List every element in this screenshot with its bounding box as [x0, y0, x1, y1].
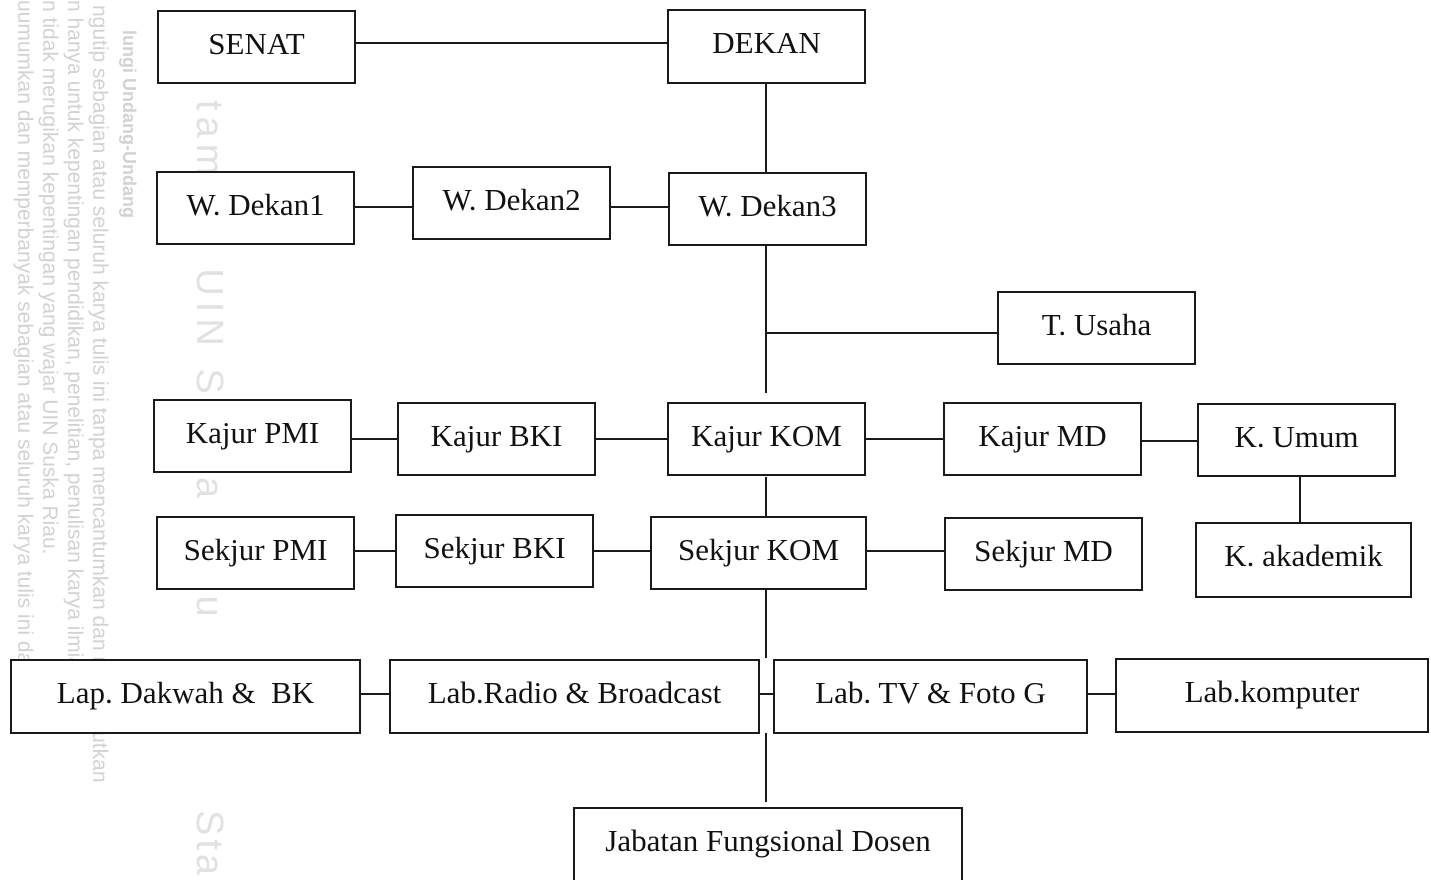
node-wdekan1-label: W. Dekan1	[186, 187, 325, 222]
node-senat: SENAT	[157, 10, 356, 84]
node-sekjur-kom-label: Sekjur KOM	[677, 532, 840, 567]
node-senat-label: SENAT	[208, 26, 305, 61]
node-lab-komputer-label: Lab.komputer	[1184, 674, 1360, 709]
node-sekjur-bki: Sekjur BKI	[395, 514, 594, 588]
node-wdekan3: W. Dekan3	[668, 172, 867, 246]
node-k-umum: K. Umum	[1197, 403, 1396, 477]
node-lab-radio: Lab.Radio & Broadcast	[389, 659, 760, 734]
node-lab-komputer: Lab.komputer	[1115, 658, 1429, 733]
node-k-akademik: K. akademik	[1195, 522, 1412, 598]
node-tusaha: T. Usaha	[997, 291, 1196, 365]
node-jabatan-fungsional: Jabatan Fungsional Dosen	[573, 807, 963, 880]
node-sekjur-bki-label: Sekjur BKI	[423, 530, 566, 565]
node-kajur-bki-label: Kajur BKI	[430, 418, 563, 453]
node-tusaha-label: T. Usaha	[1041, 307, 1152, 342]
node-wdekan3-label: W. Dekan3	[698, 188, 837, 223]
node-kajur-pmi-label: Kajur PMI	[185, 415, 320, 450]
node-sekjur-kom: Sekjur KOM	[650, 516, 867, 590]
node-jabatan-fungsional-label: Jabatan Fungsional Dosen	[605, 823, 931, 858]
node-sekjur-md-label: Sekjur MD	[974, 533, 1113, 568]
node-kajur-md-label: Kajur MD	[978, 418, 1107, 453]
node-kajur-bki: Kajur BKI	[397, 402, 596, 476]
node-lab-tv-label: Lab. TV & Foto G	[815, 675, 1046, 710]
node-sekjur-pmi: Sekjur PMI	[156, 516, 355, 590]
node-kajur-kom-label: Kajur KOM	[691, 418, 842, 453]
node-lab-tv: Lab. TV & Foto G	[773, 659, 1088, 734]
node-lab-radio-label: Lab.Radio & Broadcast	[427, 675, 722, 710]
node-k-akademik-label: K. akademik	[1224, 538, 1383, 573]
node-kajur-md: Kajur MD	[943, 402, 1142, 476]
node-lab-dakwah-label: Lap. Dakwah & BK	[56, 675, 315, 710]
node-kajur-kom: Kajur KOM	[667, 402, 866, 476]
node-sekjur-md: Sekjur MD	[944, 517, 1143, 591]
node-lab-dakwah: Lap. Dakwah & BK	[10, 659, 361, 734]
node-wdekan2-label: W. Dekan2	[442, 182, 581, 217]
node-kajur-pmi: Kajur PMI	[153, 399, 352, 473]
node-wdekan1: W. Dekan1	[156, 171, 355, 245]
node-sekjur-pmi-label: Sekjur PMI	[183, 532, 328, 567]
node-wdekan2: W. Dekan2	[412, 166, 611, 240]
node-k-umum-label: K. Umum	[1234, 419, 1359, 454]
node-dekan-label: DEKAN	[712, 25, 821, 60]
node-dekan: DEKAN	[667, 9, 866, 84]
